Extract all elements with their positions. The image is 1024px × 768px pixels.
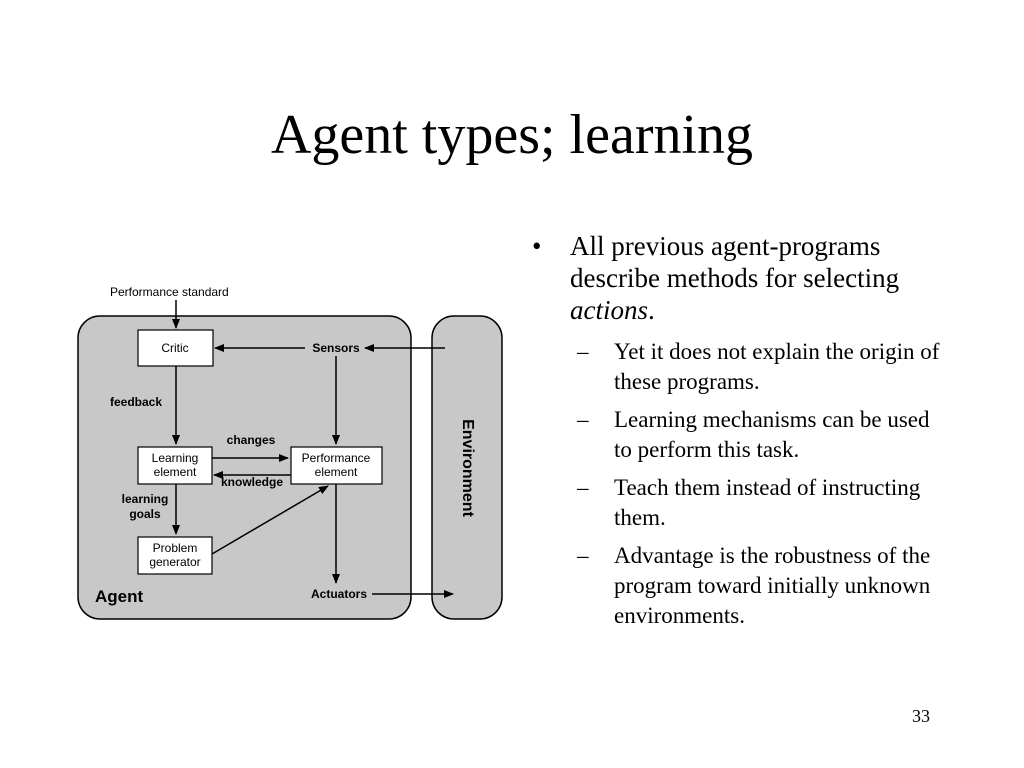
page-number: 33 — [912, 706, 930, 726]
bullet-list: • All previous agent-programs describe m… — [532, 230, 952, 639]
feedback-label: feedback — [110, 395, 162, 409]
environment-label: Environment — [459, 419, 476, 517]
changes-label: changes — [227, 433, 276, 447]
main-bullet: • All previous agent-programs describe m… — [532, 230, 952, 326]
main-bullet-end: . — [648, 295, 655, 325]
sub-bullet-list: – Yet it does not explain the origin of … — [532, 337, 952, 631]
dash-marker: – — [577, 543, 589, 568]
slide-title: Agent types; learning — [270, 104, 754, 166]
sub-bullet: – Learning mechanisms can be used to per… — [532, 405, 952, 465]
problem-to-performance-arrow — [211, 485, 329, 555]
performance-element-label-2: element — [315, 465, 358, 479]
sub-bullet: – Yet it does not explain the origin of … — [532, 337, 952, 397]
sub-bullet: – Advantage is the robustness of the pro… — [532, 541, 952, 631]
dash-marker: – — [577, 407, 589, 432]
dash-marker: – — [577, 339, 589, 364]
learning-element-label-2: element — [154, 465, 197, 479]
main-bullet-emphasis: actions — [570, 295, 648, 325]
bullet-marker: • — [532, 231, 542, 261]
learning-goals-label-1: learning — [122, 492, 169, 506]
critic-label: Critic — [161, 341, 188, 355]
sub-bullet-text: Learning mechanisms can be used to perfo… — [614, 407, 930, 462]
performance-element-label-1: Performance — [302, 451, 371, 465]
agent-label: Agent — [95, 587, 144, 606]
critic-box — [137, 329, 214, 367]
main-bullet-text: All previous agent-programs describe met… — [570, 231, 900, 293]
environment-panel — [431, 315, 503, 620]
sub-bullet-text: Advantage is the robustness of the progr… — [614, 543, 931, 628]
problem-generator-box — [137, 536, 213, 575]
learning-element-box — [137, 446, 213, 485]
performance-standard-label: Performance standard — [110, 285, 229, 299]
sub-bullet: – Teach them instead of instructing them… — [532, 473, 952, 533]
knowledge-label: knowledge — [221, 475, 283, 489]
sub-bullet-text: Teach them instead of instructing them. — [614, 475, 921, 530]
problem-generator-label-2: generator — [149, 555, 200, 569]
learning-goals-label-2: goals — [129, 507, 161, 521]
sub-bullet-text: Yet it does not explain the origin of th… — [614, 339, 940, 394]
actuators-label: Actuators — [311, 587, 367, 601]
learning-agent-diagram: Performance standard Critic Sensors feed… — [75, 280, 515, 625]
dash-marker: – — [577, 475, 589, 500]
problem-generator-label-1: Problem — [153, 541, 198, 555]
sensors-label: Sensors — [312, 341, 360, 355]
performance-element-box — [290, 446, 383, 485]
learning-element-label-1: Learning — [152, 451, 199, 465]
